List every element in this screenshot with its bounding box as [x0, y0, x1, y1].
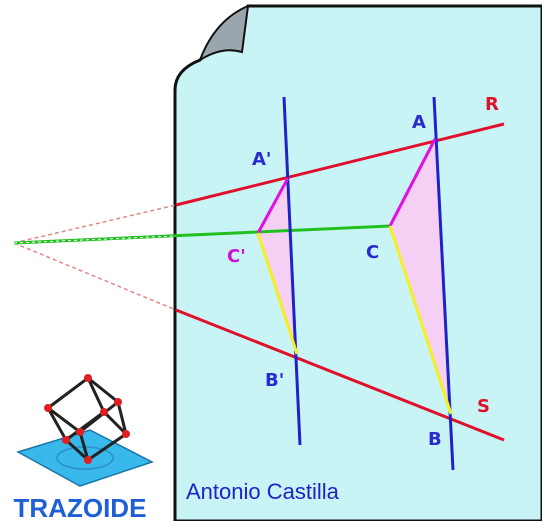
author-caption: Antonio Castilla	[186, 479, 340, 504]
label-b: B	[428, 429, 442, 450]
segment-c-prime-b-prime	[256, 232, 299, 355]
label-b-prime: B'	[265, 370, 284, 391]
label-a-prime: A'	[252, 149, 271, 170]
triangle-abc-prime	[258, 178, 297, 354]
cube-on-plane-icon	[16, 374, 154, 487]
line-r	[175, 122, 505, 207]
segment-a-c	[388, 138, 437, 227]
label-c-prime: C'	[227, 246, 246, 267]
line-blue-left	[282, 96, 302, 446]
segment-c-b	[388, 225, 453, 415]
projection-rays	[13, 204, 177, 311]
logo-text: TRAZOIDE	[14, 493, 147, 521]
label-a: A	[412, 112, 426, 133]
label-c: C	[366, 242, 379, 263]
folded-corner	[198, 4, 250, 63]
segment-a-prime-c-prime	[256, 177, 290, 234]
label-r: R	[485, 94, 499, 115]
label-s: S	[477, 396, 490, 417]
triangle-abc	[390, 139, 451, 414]
